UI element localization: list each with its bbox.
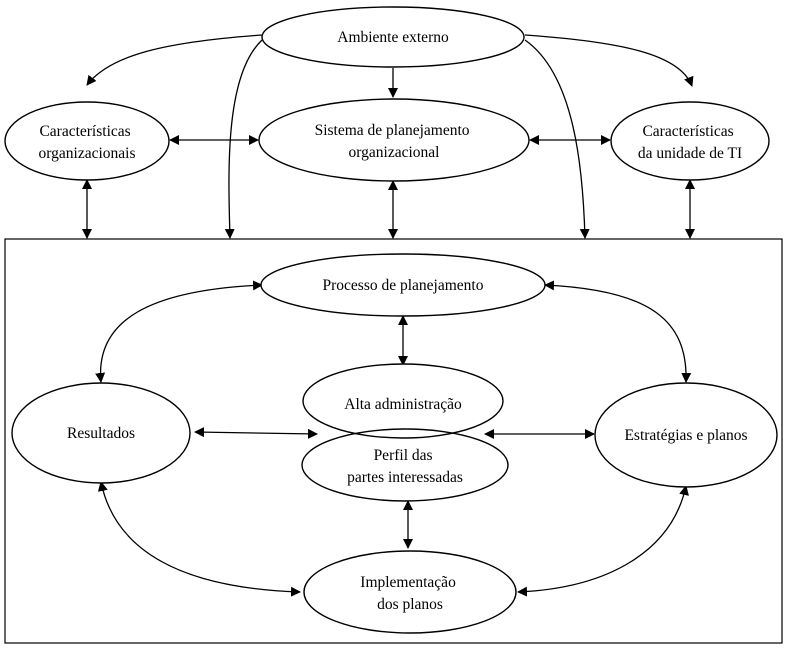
node-alta-administracao: Alta administração (302, 363, 504, 439)
edge-resultados-implementacao (97, 481, 301, 597)
node-perfil-partes-interessadas: Perfil das partes interessadas (301, 428, 509, 502)
svg-text:Implementação dos planos: Implementação dos planos (360, 574, 459, 613)
node-resultados: Resultados (11, 382, 191, 484)
node-caracteristicas-unidade-ti: Características da unidade de TI (610, 101, 770, 181)
label-caract-org-line2: organizacionais (39, 145, 136, 162)
edge-ambiente-to-frame-left (224, 39, 263, 239)
svg-text:Estratégias e planos: Estratégias e planos (624, 427, 747, 444)
edge-ambiente-to-caract-ti (524, 34, 694, 87)
edge-ambiente-to-frame-right (524, 39, 590, 239)
label-implementacao-line2: dos planos (377, 596, 443, 613)
node-estrategias-planos: Estratégias e planos (594, 382, 778, 488)
svg-text:Perfil das partes intere: Perfil das partes interessadas (347, 447, 463, 486)
svg-text:Processo de planejamento: Processo de planejamento (323, 277, 484, 294)
label-implementacao-line1: Implementação (360, 574, 456, 591)
label-caract-org-line1: Características (39, 123, 130, 140)
node-caracteristicas-organizacionais: Características organizacionais (4, 101, 170, 181)
label-ambiente-externo: Ambiente externo (337, 29, 449, 46)
label-perfil-line2: partes interessadas (347, 469, 463, 486)
node-ambiente-externo: Ambiente externo (261, 6, 525, 68)
context-frame (4, 238, 783, 644)
edge-estrategias-implementacao (517, 485, 689, 597)
label-caract-ti-line1: Características (642, 123, 733, 140)
svg-text:Ambiente externo: Ambiente externo (337, 29, 449, 46)
svg-text:Alta administração: Alta administração (344, 396, 462, 413)
label-resultados: Resultados (67, 425, 135, 442)
svg-text:Características organiza: Características organizacionais (39, 123, 136, 162)
svg-text:Características da unida: Características da unidade de TI (638, 123, 742, 162)
edges (82, 34, 695, 597)
node-sistema-planejamento: Sistema de planejamento organizacional (258, 98, 530, 182)
edge-processo-estrategias (544, 280, 692, 383)
label-caract-ti-line2: da unidade de TI (638, 145, 742, 162)
edge-resultados-center (194, 427, 318, 439)
node-implementacao-planos: Implementação dos planos (303, 550, 517, 634)
svg-text:Resultados: Resultados (67, 425, 135, 442)
label-perfil-line1: Perfil das (374, 447, 433, 464)
svg-text:Sistema de planejamento: Sistema de planejamento organizacional (315, 122, 474, 161)
edge-ambiente-to-caract-org (86, 34, 263, 86)
label-processo: Processo de planejamento (323, 277, 484, 294)
label-estrategias: Estratégias e planos (624, 427, 747, 444)
label-sistema-line2: organizacional (349, 144, 440, 161)
edge-processo-resultados (95, 280, 263, 383)
label-sistema-line1: Sistema de planejamento (315, 122, 470, 139)
label-alta: Alta administração (344, 396, 462, 413)
node-processo-planejamento: Processo de planejamento (260, 253, 546, 317)
